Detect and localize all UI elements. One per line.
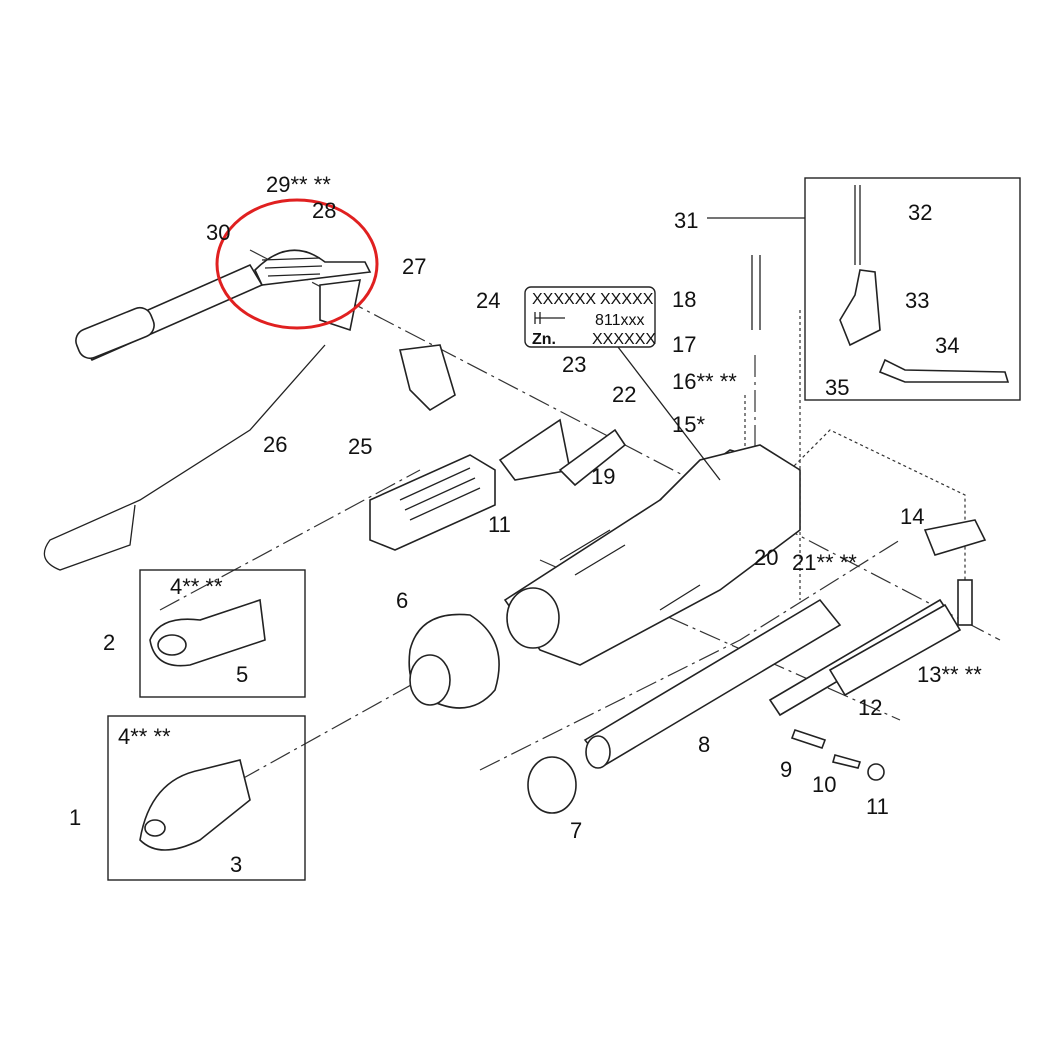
label-34: 34	[935, 333, 959, 358]
label-13: 13** **	[917, 662, 982, 687]
label-12: 12	[858, 695, 882, 720]
label-23: 23	[562, 352, 586, 377]
label-3: 3	[230, 852, 242, 877]
label-18: 18	[672, 287, 696, 312]
bellows	[408, 613, 500, 709]
callout-labels: 29** ** 28 30 27 24 31 32 18 33 17 34 16…	[69, 172, 982, 877]
handbrake-lever	[43, 249, 372, 571]
highlight-circle	[215, 198, 379, 330]
drawbar-housing	[503, 444, 801, 666]
label-28: 28	[312, 198, 336, 223]
label-9: 9	[780, 757, 792, 782]
label-25: 25	[348, 434, 372, 459]
label-16: 16** **	[672, 369, 737, 394]
label-26: 26	[263, 432, 287, 457]
label-20: 20	[754, 545, 778, 570]
label-31: 31	[674, 208, 698, 233]
label-7: 7	[570, 818, 582, 843]
plate-line2: 811xxx	[595, 312, 645, 329]
label-11: 11	[488, 512, 511, 537]
plate-line1-right: XXXXX	[600, 291, 654, 308]
label-10: 10	[812, 772, 836, 797]
label-2: 2	[103, 630, 115, 655]
label-35: 35	[825, 375, 849, 400]
label-29: 29** **	[266, 172, 331, 197]
label-33: 33	[905, 288, 929, 313]
label-6: 6	[396, 588, 408, 613]
spring-cylinder	[369, 344, 627, 551]
label-19: 19	[591, 464, 615, 489]
label-1: 1	[69, 805, 81, 830]
label-15: 15*	[672, 412, 705, 437]
label-22: 22	[612, 382, 636, 407]
label-14: 14	[900, 504, 924, 529]
label-32: 32	[908, 200, 932, 225]
label-11b: 11	[866, 794, 889, 819]
inset-boxes	[107, 177, 1021, 881]
label-30: 30	[206, 220, 230, 245]
label-27: 27	[402, 254, 426, 279]
label-8: 8	[698, 732, 710, 757]
tubes	[527, 519, 987, 814]
plate-line3-left: Zn.	[532, 331, 556, 348]
label-4b: 4** **	[118, 724, 171, 749]
type-plate: XXXXXX XXXXX 811xxx Zn. XXXXXX	[524, 286, 721, 481]
plate-line1-left: XXXXXX	[532, 291, 596, 308]
label-4: 4** **	[170, 574, 223, 599]
plate-line3-right: XXXXXX	[592, 331, 656, 348]
label-5: 5	[236, 662, 248, 687]
label-24: 24	[476, 288, 500, 313]
label-21: 21** **	[792, 550, 857, 575]
label-17: 17	[672, 332, 696, 357]
